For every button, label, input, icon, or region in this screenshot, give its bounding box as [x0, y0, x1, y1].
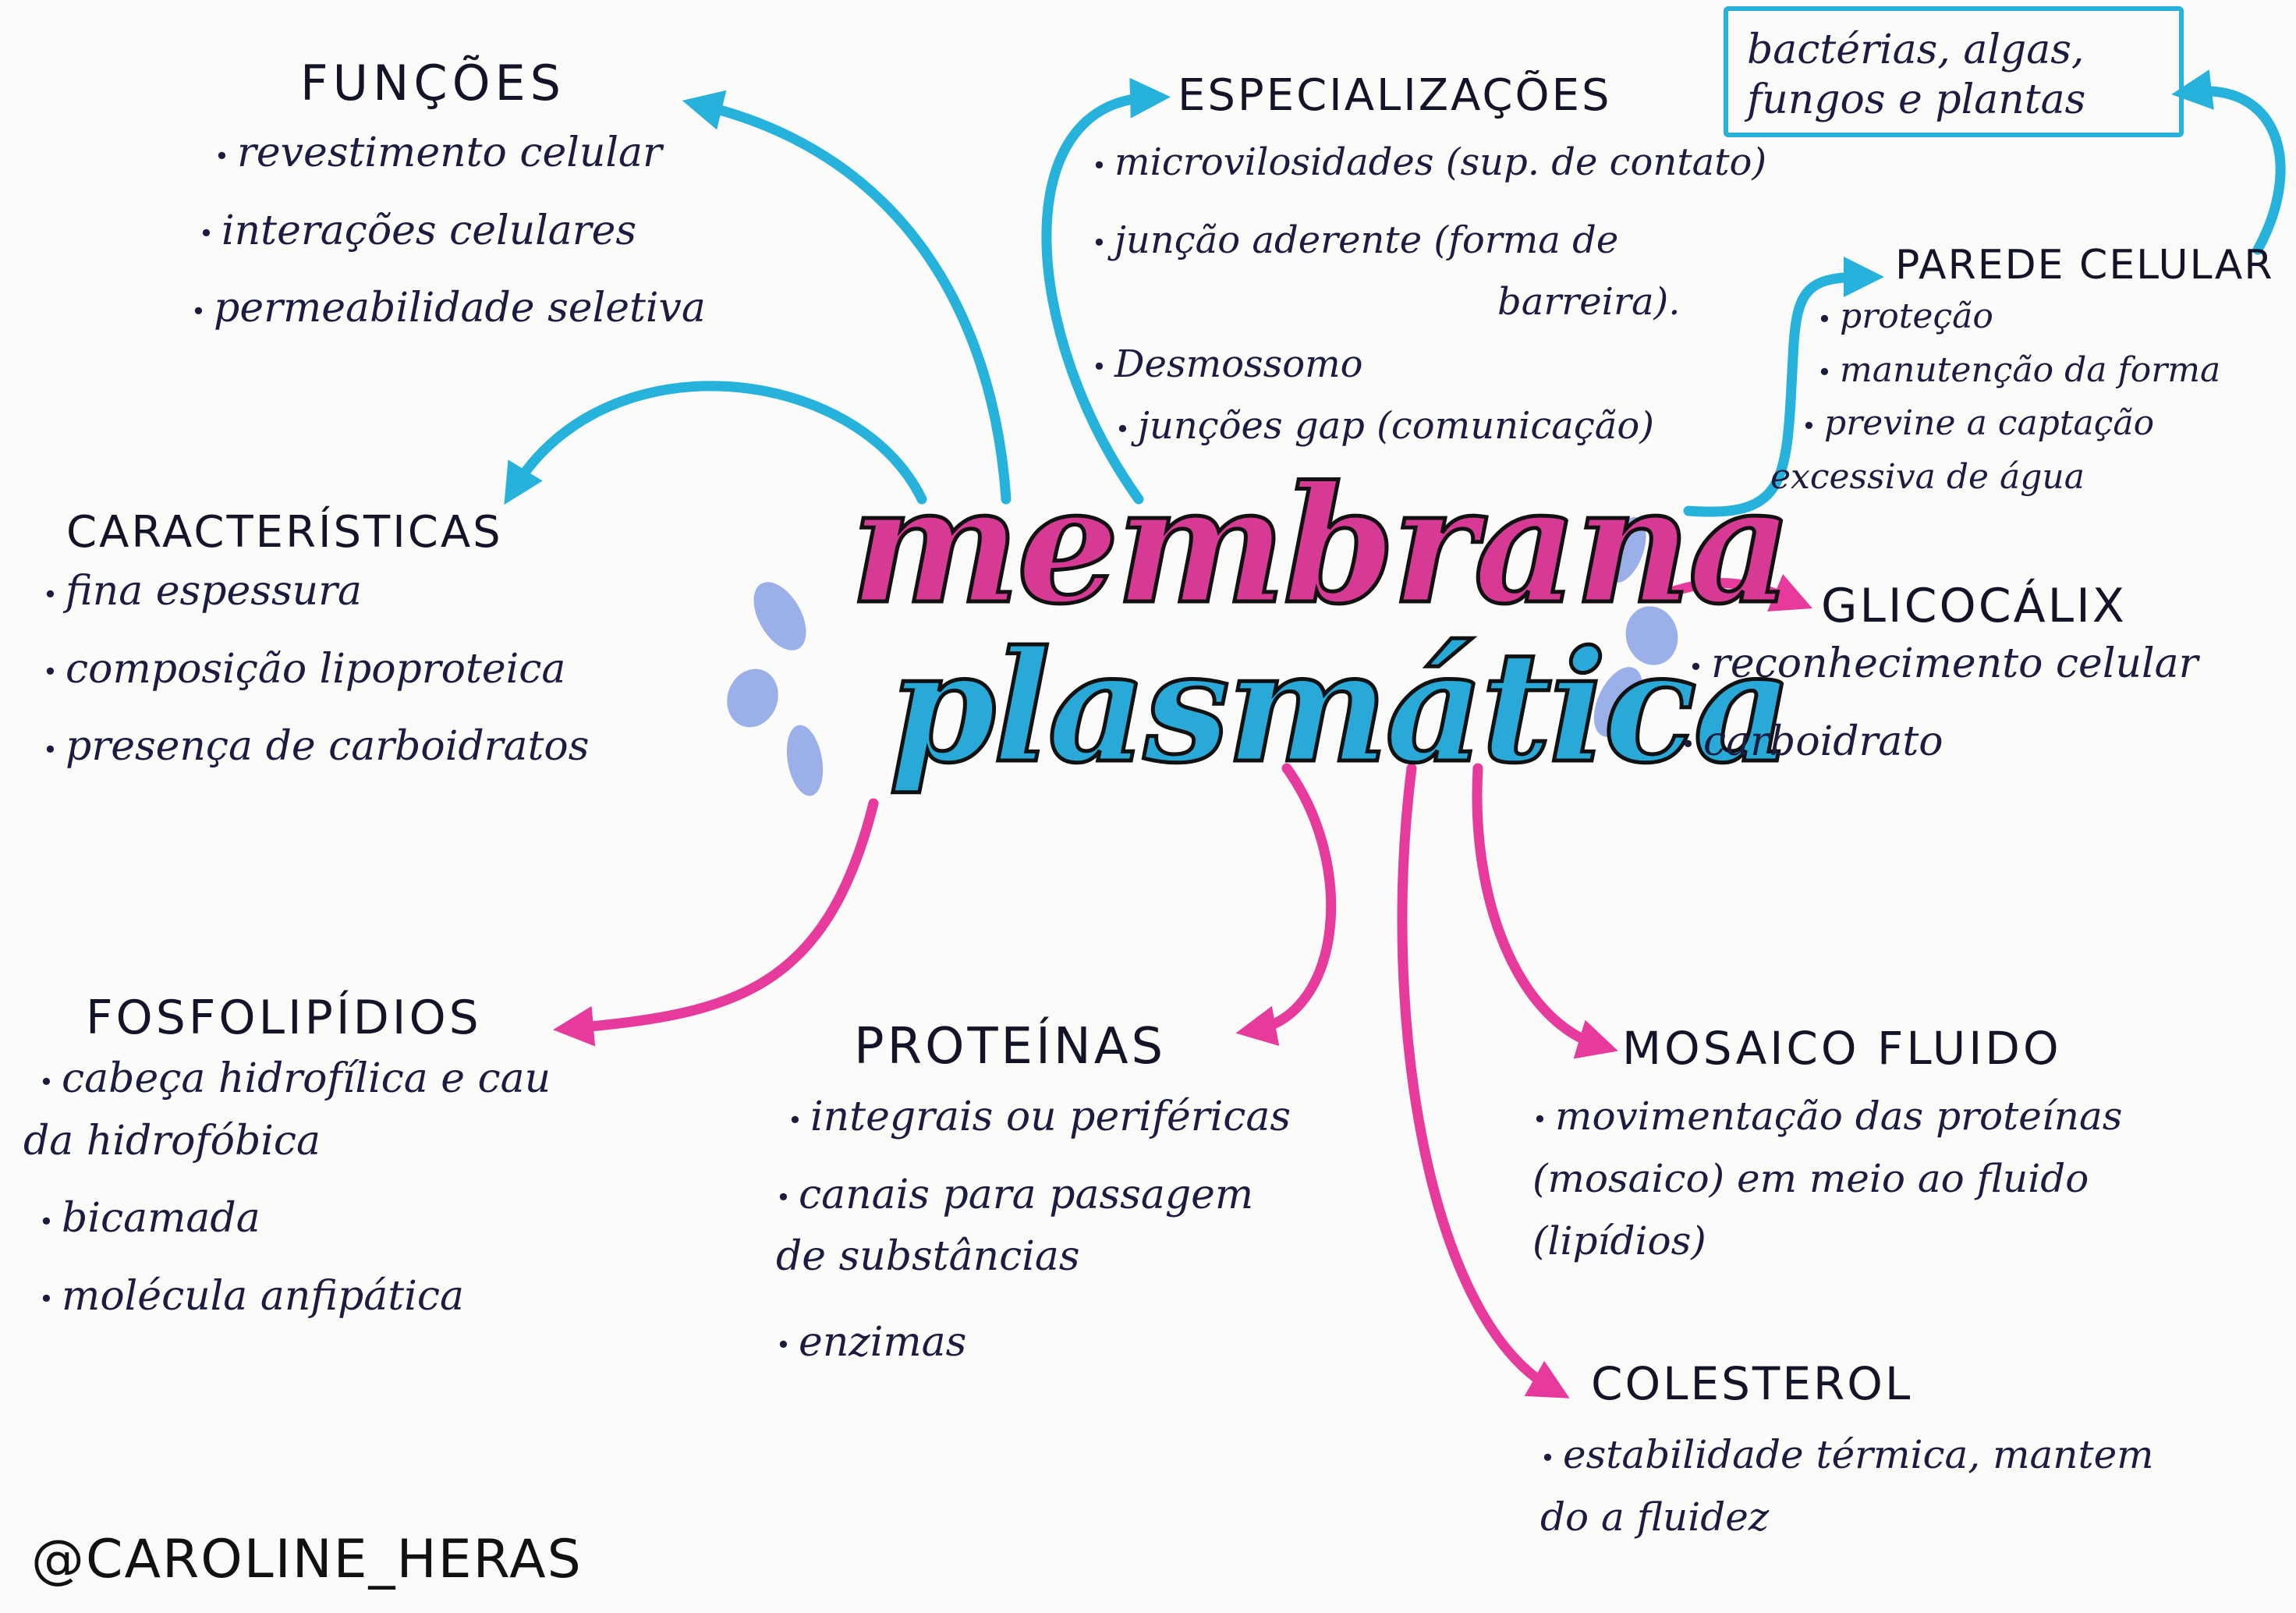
drop-left-3: [786, 725, 824, 796]
topic-proteinas: PROTEÍNAS integrais ou periféricas canai…: [776, 1018, 1291, 1394]
center-title-line2: plasmática: [888, 616, 1795, 799]
drop-left-1: [753, 582, 806, 651]
callout-box: bactérias, algas, fungos e plantas: [1724, 6, 2184, 137]
topic-item: reconhecimento celular: [1688, 638, 2198, 693]
callout-line2: fungos e plantas: [1747, 76, 2086, 123]
topic-item: integrais ou periféricas: [788, 1091, 1291, 1146]
topic-item: carboidrato: [1681, 716, 2198, 771]
topic-item: microvilosidades (sup. de contato): [1092, 136, 1766, 191]
topic-item: cabeça hidrofílica e cau: [39, 1053, 551, 1108]
arrow-to-especializacoes: [1041, 77, 1171, 505]
topic-title: FUNÇÕES: [300, 55, 566, 112]
drop-right-2: [1625, 606, 1678, 665]
topic-item: enzimas: [776, 1317, 1291, 1371]
topic-caracteristicas: CARACTERÍSTICAS fina espessura composiçã…: [43, 507, 589, 799]
topic-item-continuation: da hidrofóbica: [23, 1117, 321, 1165]
topic-mosaico-fluido: MOSAICO FLUIDO movimentação das proteína…: [1532, 1022, 2122, 1293]
topic-item-continuation: do a fluidez: [1540, 1494, 1770, 1540]
arrow-to-funcoes: [682, 90, 1012, 505]
topic-item: Desmossomo: [1092, 339, 1766, 393]
topic-item: permeabilidade seletiva: [191, 282, 706, 337]
topic-item: composição lipoproteica: [43, 643, 589, 698]
topic-colesterol: COLESTEROL estabilidade térmica, mantem …: [1540, 1357, 2154, 1569]
center-title-line1: membrana: [848, 449, 1794, 642]
topic-item-continuation: (mosaico) em meio ao fluido: [1532, 1156, 2089, 1201]
topic-item-continuation: de substâncias: [776, 1233, 1080, 1280]
topic-item: molécula anfipática: [39, 1271, 551, 1325]
arrow-to-proteinas: [1235, 763, 1337, 1046]
topic-funcoes: FUNÇÕES revestimento celular interações …: [214, 55, 706, 360]
callout-line1: bactérias, algas,: [1747, 27, 2085, 73]
arrow-to-fosfolipidios: [553, 798, 879, 1047]
topic-item: previne a captação: [1802, 402, 2274, 448]
arrow-to-caracteristicas: [504, 381, 927, 505]
topic-parede-celular: PAREDE CELULAR proteção manutenção da fo…: [1770, 242, 2274, 509]
topic-item: junção aderente (forma de: [1092, 214, 1766, 269]
topic-title: FOSFOLIPÍDIOS: [86, 991, 482, 1045]
topic-item: bicamada: [39, 1193, 551, 1247]
topic-title: GLICOCÁLIX: [1821, 579, 2127, 633]
topic-item: movimentação das proteínas: [1532, 1090, 2122, 1145]
topic-item: junções gap (comunicação): [1115, 400, 1766, 455]
topic-item-continuation: barreira).: [1497, 280, 1681, 324]
topic-item: proteção: [1817, 295, 2274, 341]
arrow-to-glicocalix: [1664, 574, 1813, 612]
drop-right-3: [1593, 667, 1643, 737]
topic-item: fina espessura: [43, 565, 589, 620]
arrow-to-callout: [2171, 69, 2286, 255]
topic-item-continuation: (lipídios): [1532, 1218, 1706, 1264]
topic-glicocalix: GLICOCÁLIX reconhecimento celular carboi…: [1688, 579, 2198, 793]
drop-left-2: [727, 668, 778, 728]
drop-right-1: [1606, 516, 1646, 583]
topic-title: ESPECIALIZAÇÕES: [1178, 70, 1612, 121]
arrow-to-mosaico-fluido: [1472, 763, 1618, 1059]
arrow-to-colesterol: [1397, 763, 1570, 1399]
arrow-to-parede-celular: [1683, 257, 1884, 517]
topic-title: PROTEÍNAS: [854, 1018, 1167, 1076]
author-watermark: @CAROLINE_HERAS: [31, 1529, 583, 1590]
topic-fosfolipidios: FOSFOLIPÍDIOS cabeça hidrofílica e cau d…: [23, 991, 551, 1348]
topic-item: canais para passagem: [776, 1169, 1291, 1224]
topic-item: revestimento celular: [214, 127, 706, 182]
topic-item: interações celulares: [199, 205, 706, 260]
topic-item: estabilidade térmica, mantem: [1540, 1429, 2154, 1484]
topic-item: presença de carboidratos: [43, 721, 589, 775]
topic-title: MOSAICO FLUIDO: [1622, 1022, 2062, 1075]
topic-title: PAREDE CELULAR: [1895, 242, 2274, 289]
topic-item: manutenção da forma: [1817, 349, 2274, 395]
topic-title: CARACTERÍSTICAS: [66, 507, 503, 558]
topic-especializacoes: ESPECIALIZAÇÕES microvilosidades (sup. d…: [1092, 70, 1766, 478]
topic-item-continuation: excessiva de água: [1770, 456, 2085, 497]
topic-title: COLESTEROL: [1591, 1357, 1913, 1410]
